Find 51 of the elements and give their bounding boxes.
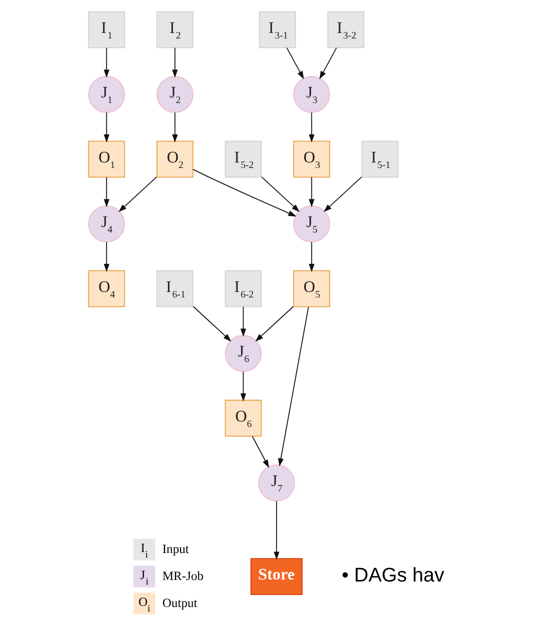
arrow bbox=[254, 306, 294, 342]
label: • DAGs hav bbox=[341, 564, 444, 587]
node-box: O$_{1}$ bbox=[88, 140, 125, 178]
arrow bbox=[273, 500, 279, 560]
arrow bbox=[103, 112, 109, 142]
node-box: I$_{3-2}$ bbox=[326, 11, 364, 48]
node-box: I$_{3-1}$ bbox=[258, 11, 296, 48]
arrow bbox=[308, 176, 314, 208]
node-box: O$_{6}$ bbox=[224, 400, 262, 437]
legend-label: MR-Job bbox=[162, 568, 204, 583]
node-circle: J$_{4}$ bbox=[88, 206, 125, 242]
node-box: O$_{3}$ bbox=[292, 140, 330, 178]
node-box: I$_{2}$ bbox=[156, 11, 193, 48]
arrow bbox=[192, 168, 296, 216]
arrow bbox=[286, 47, 304, 80]
arrow bbox=[103, 47, 109, 78]
node-circle: J$_{5}$ bbox=[292, 206, 330, 242]
node-box: I$_{5-1}$ bbox=[361, 140, 398, 178]
arrow bbox=[240, 371, 246, 402]
arrow bbox=[323, 176, 362, 212]
arrow bbox=[192, 306, 231, 342]
node-box: O$_{4}$ bbox=[88, 270, 125, 308]
arrow bbox=[103, 176, 109, 208]
node-box: O$_{5}$ bbox=[292, 270, 330, 308]
node-box: O$_{2}$ bbox=[156, 140, 193, 178]
arrow bbox=[103, 242, 109, 272]
legend-label: Input bbox=[162, 542, 188, 556]
node-circle: J$_{6}$ bbox=[224, 335, 262, 372]
node-circle: J$_{1}$ bbox=[88, 76, 125, 113]
node-circle: J$_{7}$ bbox=[258, 464, 294, 502]
arrow bbox=[172, 112, 178, 142]
arrow bbox=[251, 436, 269, 468]
node-box: I$_{5-2}$ bbox=[224, 140, 262, 178]
node-circle: J$_{2}$ bbox=[156, 76, 193, 113]
node-box: I$_{6-1}$ bbox=[156, 270, 193, 308]
arrow bbox=[240, 306, 246, 337]
arrow bbox=[318, 47, 336, 80]
arrow bbox=[308, 112, 314, 142]
label: J$_{i}$ bbox=[140, 568, 148, 588]
arrow bbox=[308, 242, 314, 272]
arrow bbox=[118, 176, 157, 212]
label: O$_{i}$ bbox=[138, 594, 150, 614]
node-circle: J$_{3}$ bbox=[292, 76, 330, 113]
node-box: I$_{1}$ bbox=[88, 11, 125, 48]
node-box: I$_{6-2}$ bbox=[224, 270, 262, 308]
arrow bbox=[278, 306, 308, 466]
arrow bbox=[172, 47, 178, 78]
node-box: Store bbox=[250, 558, 302, 595]
label: I$_{i}$ bbox=[140, 540, 148, 560]
legend-label: Output bbox=[162, 596, 197, 610]
arrow bbox=[260, 176, 300, 212]
